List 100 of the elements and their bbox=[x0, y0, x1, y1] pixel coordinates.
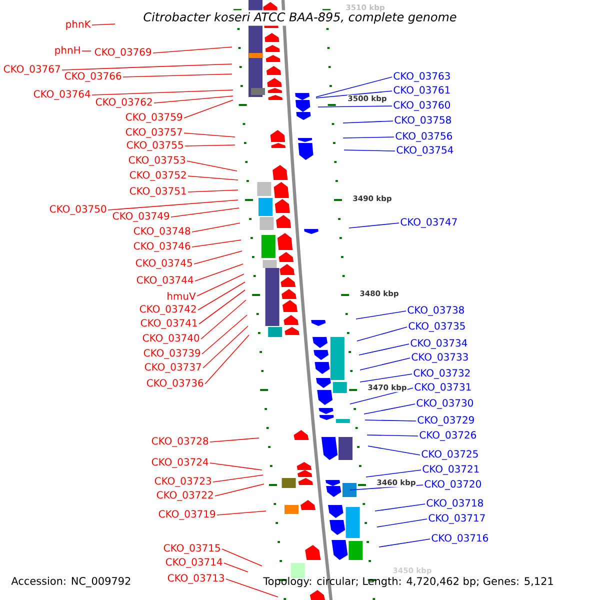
gene-label: CKO_03721 bbox=[422, 465, 479, 475]
leader-line bbox=[366, 470, 422, 478]
gene-label: CKO_03750 bbox=[50, 205, 106, 215]
leader-line bbox=[202, 314, 248, 354]
gene-label: CKO_03740 bbox=[142, 334, 200, 344]
leader-line bbox=[356, 310, 406, 320]
gene-label: CKO_03755 bbox=[126, 141, 183, 151]
gene-label: CKO_03720 bbox=[424, 480, 481, 490]
gene-label: CKO_03714 bbox=[166, 558, 222, 568]
gene-label: CKO_03739 bbox=[144, 349, 200, 359]
leader-line bbox=[188, 190, 238, 192]
leader-line bbox=[216, 510, 266, 516]
gene-label: CKO_03769 bbox=[94, 48, 152, 58]
leader-line bbox=[92, 90, 234, 96]
leader-line bbox=[342, 120, 394, 124]
leader-line bbox=[186, 160, 238, 172]
leader-line bbox=[122, 74, 232, 78]
leader-line bbox=[154, 96, 234, 104]
leader-line bbox=[376, 518, 428, 528]
gene-label: CKO_03723 bbox=[154, 477, 211, 487]
leader-line bbox=[210, 462, 262, 470]
gene-label: CKO_03767 bbox=[4, 65, 60, 75]
gene-label: CKO_03719 bbox=[158, 510, 216, 520]
leader-line bbox=[342, 136, 394, 138]
leader-line bbox=[210, 438, 260, 442]
footer-text: Accession: NC_009792 bbox=[11, 576, 130, 588]
leader-line bbox=[226, 578, 278, 598]
leader-line bbox=[184, 144, 236, 146]
leader-line bbox=[184, 132, 236, 138]
gene-label: CKO_03753 bbox=[128, 156, 185, 166]
gene-label: CKO_03738 bbox=[408, 306, 464, 316]
leader-line bbox=[108, 200, 238, 210]
leader-line bbox=[184, 100, 234, 118]
leader-line bbox=[224, 562, 248, 572]
gene-label: CKO_03758 bbox=[394, 116, 451, 126]
leader-line bbox=[202, 326, 248, 368]
leader-line bbox=[348, 222, 400, 228]
leader-line bbox=[152, 46, 232, 54]
footer-text: Topology: circular; Length: 4,720,462 bp; Genes: 5,121 bbox=[263, 576, 553, 588]
gene-label: CKO_03748 bbox=[134, 227, 190, 237]
gene-label: CKO_03759 bbox=[126, 113, 182, 123]
gene-label: hmuV bbox=[168, 292, 196, 300]
gene-label: phnH bbox=[55, 46, 80, 56]
gene-label: CKO_03717 bbox=[428, 514, 485, 524]
gene-label: CKO_03735 bbox=[408, 322, 465, 332]
leader-line bbox=[194, 250, 242, 264]
gene-label: CKO_03725 bbox=[422, 450, 478, 460]
leader-line bbox=[222, 548, 262, 566]
gene-label: CKO_03737 bbox=[144, 363, 201, 373]
gene-label: CKO_03730 bbox=[416, 399, 473, 409]
leader-line bbox=[356, 326, 408, 342]
leader-line bbox=[196, 274, 244, 296]
gene-label: CKO_03763 bbox=[394, 72, 450, 82]
leader-line bbox=[360, 358, 410, 370]
gene-label: CKO_03760 bbox=[394, 101, 450, 111]
leader-line bbox=[360, 374, 412, 382]
gene-label: phnK bbox=[66, 20, 92, 30]
leader-line bbox=[212, 474, 264, 482]
gene-label: CKO_03729 bbox=[418, 416, 474, 426]
gene-label: CKO_03745 bbox=[136, 259, 192, 269]
gene-label: CKO_03754 bbox=[396, 146, 454, 156]
gene-label: CKO_03736 bbox=[146, 379, 204, 389]
gene-label: CKO_03716 bbox=[432, 534, 488, 544]
gene-label: CKO_03757 bbox=[126, 128, 182, 138]
gene-label: CKO_03749 bbox=[112, 212, 170, 222]
leader-line bbox=[214, 484, 264, 496]
gene-label: CKO_03731 bbox=[414, 383, 471, 393]
gene-label: CKO_03756 bbox=[396, 132, 452, 142]
leader-line bbox=[204, 334, 250, 384]
gene-label: CKO_03762 bbox=[96, 98, 152, 108]
leader-line bbox=[194, 264, 244, 282]
gene-label: CKO_03751 bbox=[130, 187, 186, 197]
gene-label: CKO_03713 bbox=[168, 574, 224, 584]
gene-label: CKO_03734 bbox=[410, 339, 468, 349]
gene-label: CKO_03726 bbox=[420, 431, 476, 441]
gene-label: CKO_03741 bbox=[140, 319, 197, 329]
gene-label: CKO_03732 bbox=[414, 369, 470, 379]
leader-line bbox=[364, 404, 416, 414]
leader-line bbox=[200, 300, 246, 340]
gene-label: CKO_03728 bbox=[152, 437, 208, 447]
leader-line bbox=[188, 176, 238, 180]
leader-line bbox=[358, 344, 410, 356]
leader-line bbox=[170, 208, 240, 218]
leader-line bbox=[316, 90, 392, 98]
leader-line bbox=[198, 282, 246, 310]
leader-line bbox=[344, 150, 396, 152]
leader-line bbox=[192, 240, 242, 248]
leader-line bbox=[92, 24, 116, 26]
gene-label: CKO_03733 bbox=[412, 353, 468, 363]
gene-label: CKO_03718 bbox=[426, 499, 483, 509]
gene-label: CKO_03766 bbox=[64, 72, 122, 82]
gene-label: CKO_03747 bbox=[400, 218, 457, 228]
leader-line bbox=[368, 446, 420, 456]
leader-line bbox=[374, 504, 426, 512]
gene-label: CKO_03742 bbox=[140, 305, 196, 315]
gene-label: CKO_03761 bbox=[394, 86, 450, 96]
leader-line bbox=[318, 106, 392, 108]
gene-label: CKO_03746 bbox=[134, 242, 190, 252]
gene-label: CKO_03744 bbox=[136, 276, 194, 286]
gene-label: CKO_03752 bbox=[130, 171, 186, 181]
